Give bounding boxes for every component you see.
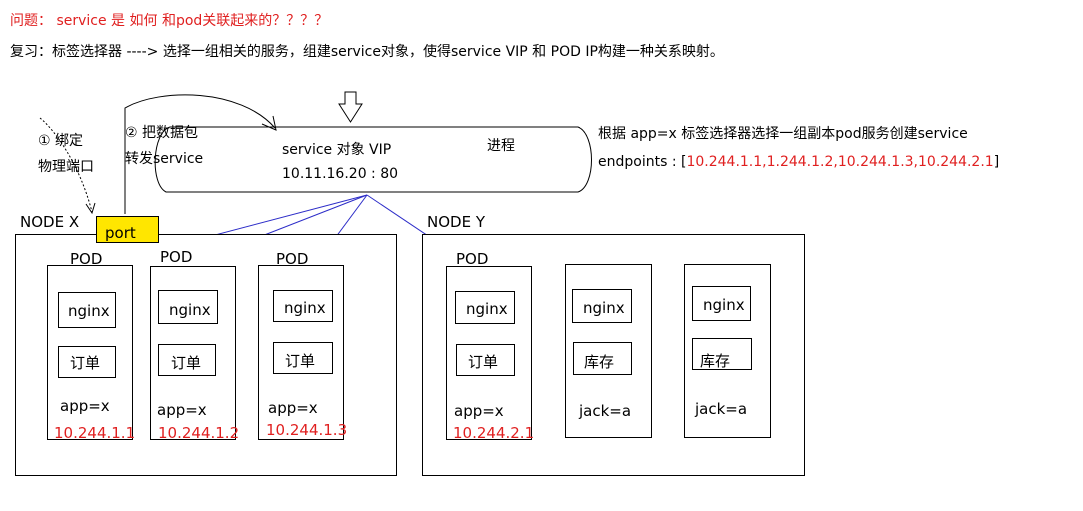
pod4-container-2 (456, 344, 515, 376)
endpoints-close: ] (993, 154, 1000, 170)
pod-title-1: POD (70, 250, 103, 268)
pod3-container-2-label: 订单 (285, 352, 316, 370)
forward-arrow-icon (261, 115, 277, 131)
pod1-container-2-label: 订单 (70, 354, 101, 372)
step2-line1: ② 把数据包 (125, 125, 199, 141)
pod4-container-1-label: nginx (466, 300, 508, 318)
down-arrow-icon (338, 91, 363, 123)
endpoints-ips: 10.244.1.1,1.244.1.2,10.244.1.3,10.244.2… (686, 154, 994, 170)
pod5-container-1-label: nginx (583, 299, 625, 317)
pod4-tag: app=x (454, 402, 504, 420)
node-x-label: NODE X (20, 213, 80, 231)
pod1-container-2 (58, 346, 116, 378)
pod6-container-2-label: 库存 (700, 352, 731, 370)
step1-line1: ① 绑定 (38, 133, 84, 149)
pod4-ip: 10.244.2.1 (453, 424, 535, 442)
review-text: 复习：标签选择器 ----> 选择一组相关的服务，组建service对象，使得s… (10, 44, 724, 60)
endpoints-line: endpoints : [10.244.1.1,1.244.1.2,10.244… (598, 154, 999, 170)
pod5-tag: jack=a (579, 402, 632, 420)
pod5-container-1 (572, 289, 632, 323)
node-y-label: NODE Y (427, 213, 485, 231)
pod6-container-1 (692, 286, 751, 321)
step2-line2: 转发service (125, 151, 204, 167)
forward-curve (124, 94, 276, 214)
pod1-container-1-label: nginx (68, 302, 110, 320)
service-address: 10.11.16.20 : 80 (282, 166, 399, 182)
pod3-container-1 (273, 290, 333, 322)
pod6-container-1-label: nginx (703, 296, 745, 314)
pod2-container-2-label: 订单 (171, 354, 202, 372)
pod4-container-2-label: 订单 (468, 353, 499, 371)
page-title: 问题： service 是 如何 和pod关联起来的？？？？ (10, 13, 329, 29)
service-shape (154, 126, 592, 193)
pod-title-2: POD (160, 248, 193, 266)
pod2-container-2 (158, 344, 216, 376)
endpoints-label: endpoints : [ (598, 154, 687, 170)
bind-arrow-icon (85, 202, 96, 215)
pod5-container-2-label: 库存 (584, 353, 615, 371)
step1-line2: 物理端口 (38, 159, 94, 175)
service-label: service 对象 VIP (282, 142, 392, 158)
pod1-ip: 10.244.1.1 (54, 424, 136, 442)
port-label: port (105, 224, 136, 242)
pod6-tag: jack=a (695, 400, 748, 418)
pod3-container-1-label: nginx (284, 299, 326, 317)
pod3-ip: 10.244.1.3 (266, 421, 348, 439)
pod1-container-1 (58, 292, 116, 328)
service-process-label: 进程 (487, 138, 515, 154)
pod2-container-1-label: nginx (169, 301, 211, 319)
pod3-tag: app=x (268, 399, 318, 417)
pod2-tag: app=x (157, 401, 207, 419)
port-box: port (96, 216, 159, 243)
pod5-container-2 (573, 342, 632, 375)
pod-title-3: POD (276, 250, 309, 268)
pod6-container-2 (692, 338, 752, 370)
pod3-container-2 (273, 342, 333, 374)
pod-title-4: POD (456, 250, 489, 268)
pod2-ip: 10.244.1.2 (158, 424, 240, 442)
bind-port-curve (39, 117, 93, 213)
selector-text: 根据 app=x 标签选择器选择一组副本pod服务创建service (598, 126, 968, 142)
pod4-container-1 (455, 291, 515, 324)
pod1-tag: app=x (60, 397, 110, 415)
pod2-container-1 (158, 290, 218, 324)
